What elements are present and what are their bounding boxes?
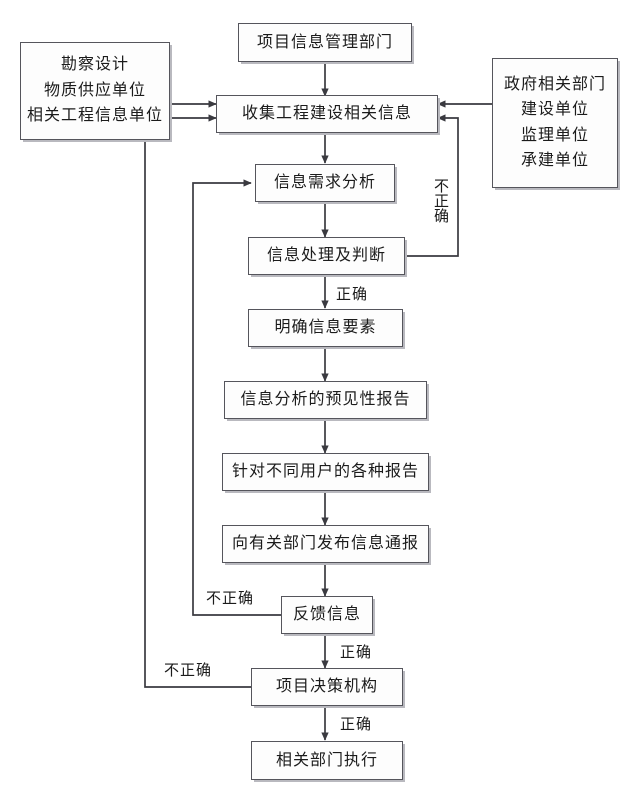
node-label-line-2: 建设单位 xyxy=(520,101,589,119)
node-clarify-information-elements[interactable]: 明确信息要素 xyxy=(248,309,403,347)
node-publish-information-bulletin[interactable]: 向有关部门发布信息通报 xyxy=(222,525,429,563)
edge-label-process-correct: 正确 xyxy=(336,287,369,303)
node-project-information-management-department[interactable]: 项目信息管理部门 xyxy=(238,23,412,62)
node-information-processing-and-judgment[interactable]: 信息处理及判断 xyxy=(248,237,405,275)
node-label-line-4: 承建单位 xyxy=(520,151,589,169)
node-relevant-departments-execute[interactable]: 相关部门执行 xyxy=(251,741,403,780)
node-label: 项目信息管理部门 xyxy=(256,33,393,51)
node-label: 针对不同用户的各种报告 xyxy=(231,463,419,480)
node-label: 项目决策机构 xyxy=(275,678,378,695)
node-predictive-analysis-report[interactable]: 信息分析的预见性报告 xyxy=(224,381,427,419)
node-label: 收集工程建设相关信息 xyxy=(241,105,412,122)
edge-label-decision-incorrect: 不正确 xyxy=(164,663,213,679)
node-label: 相关部门执行 xyxy=(275,751,378,769)
node-information-demand-analysis[interactable]: 信息需求分析 xyxy=(255,164,395,202)
node-label-line-1: 政府相关部门 xyxy=(503,75,606,93)
node-label: 信息需求分析 xyxy=(273,174,376,191)
edge-label-feedback-incorrect: 不正确 xyxy=(206,591,255,607)
node-label-line-2: 物质供应单位 xyxy=(43,81,146,99)
node-label-line-3: 监理单位 xyxy=(520,126,589,144)
node-label-line-1: 勘察设计 xyxy=(60,56,129,74)
node-left-information-sources[interactable]: 勘察设计 物质供应单位 相关工程信息单位 xyxy=(20,42,170,140)
node-feedback-information[interactable]: 反馈信息 xyxy=(281,596,373,634)
node-label: 反馈信息 xyxy=(292,606,361,623)
edge-label-decision-correct: 正确 xyxy=(340,717,373,733)
node-collect-construction-information[interactable]: 收集工程建设相关信息 xyxy=(216,95,438,133)
node-project-decision-making-body[interactable]: 项目决策机构 xyxy=(251,668,403,706)
edge-label-feedback-correct: 正确 xyxy=(340,645,373,661)
node-label: 明确信息要素 xyxy=(274,319,377,336)
node-label: 向有关部门发布信息通报 xyxy=(231,535,419,552)
node-label: 信息处理及判断 xyxy=(266,247,386,264)
node-right-information-sources[interactable]: 政府相关部门 建设单位 监理单位 承建单位 xyxy=(492,58,618,188)
edge-label-process-incorrect: 不正确 xyxy=(432,178,448,223)
node-label: 信息分析的预见性报告 xyxy=(240,391,411,408)
node-label-line-3: 相关工程信息单位 xyxy=(26,107,163,125)
node-reports-for-different-users[interactable]: 针对不同用户的各种报告 xyxy=(222,453,429,491)
